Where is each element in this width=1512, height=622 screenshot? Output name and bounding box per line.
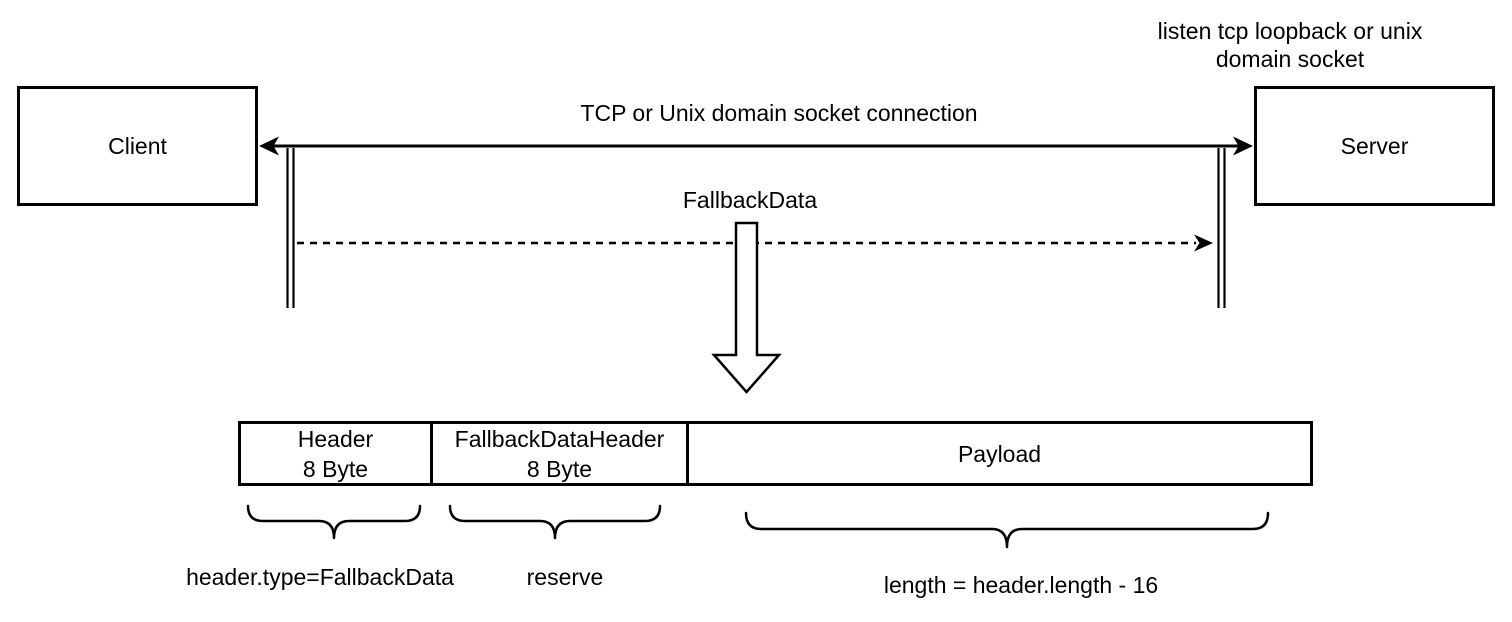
underbrace-reserve	[448, 504, 662, 540]
packet-cell-header-title: Header	[297, 425, 374, 452]
underbrace-header	[246, 504, 422, 540]
server-box: Server	[1254, 86, 1495, 206]
packet-cell-fallbackdataheader: FallbackDataHeader 8 Byte	[430, 424, 686, 483]
server-label: Server	[1340, 132, 1409, 159]
expand-down-arrow-icon	[711, 221, 782, 394]
packet-cell-payload-title: Payload	[957, 440, 1042, 467]
connection-arrowhead-left-icon	[259, 136, 279, 156]
annotation-header-type: header.type=FallbackData	[186, 564, 454, 590]
server-note-line1: listen tcp loopback or unix	[1157, 18, 1423, 44]
packet-cell-fallbackdataheader-size: 8 Byte	[526, 455, 593, 482]
connection-arrowhead-right-icon	[1233, 136, 1253, 156]
packet-cell-payload: Payload	[686, 424, 1310, 483]
client-label: Client	[108, 132, 167, 159]
packet-cell-header: Header 8 Byte	[241, 424, 430, 483]
packet-cell-fallbackdataheader-title: FallbackDataHeader	[454, 425, 665, 452]
packet-cell-header-size: 8 Byte	[302, 455, 369, 482]
annotation-payload-length: length = header.length - 16	[883, 572, 1159, 598]
packet-table: Header 8 Byte FallbackDataHeader 8 Byte …	[238, 421, 1313, 486]
underbrace-payload	[744, 511, 1270, 549]
annotation-reserve: reserve	[526, 564, 604, 590]
fallbackdata-arrowhead-icon	[1194, 234, 1213, 252]
connection-label: TCP or Unix domain socket connection	[576, 100, 982, 127]
client-box: Client	[17, 86, 258, 206]
server-note-line2: domain socket	[1215, 46, 1365, 72]
fallbackdata-message-label: FallbackData	[678, 187, 822, 214]
server-note: listen tcp loopback or unix domain socke…	[1158, 17, 1423, 73]
